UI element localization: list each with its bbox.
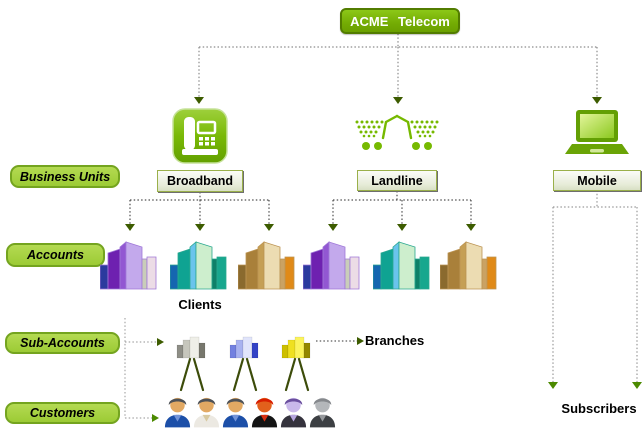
row-label-text: Business Units	[19, 169, 111, 184]
customer-avatar-icon	[222, 397, 249, 428]
unit-node-label: Landline	[371, 173, 423, 188]
caption-clients: Clients	[157, 297, 243, 312]
caption-subscribers: Subscribers	[549, 401, 644, 416]
unit-node-landline: Landline	[357, 170, 437, 191]
tripod-branch-icon-blue	[229, 336, 259, 392]
shopping-carts-icon	[355, 114, 439, 150]
customer-avatar-icon	[193, 397, 220, 428]
building-cluster-purple	[303, 241, 360, 290]
row-label-text: Sub-Accounts	[20, 336, 105, 350]
left-cart-basket	[355, 120, 384, 138]
unit-node-broadband: Broadband	[157, 170, 243, 192]
unit-node-label: Mobile	[577, 173, 617, 188]
arrowhead-icons	[125, 97, 602, 346]
desk-phone-icon	[172, 108, 228, 164]
tripod-branch-icon-gray	[176, 336, 206, 392]
caption-text: Clients	[178, 297, 222, 312]
unit-node-label: Broadband	[167, 174, 233, 188]
customer-avatar-icon	[164, 397, 191, 428]
caption-text: Branches	[365, 333, 425, 348]
right-cart-basket	[410, 120, 439, 138]
row-label-accounts: Accounts	[6, 243, 105, 267]
building-cluster-teal	[170, 241, 227, 290]
row-label-text: Customers	[29, 406, 96, 420]
unit-node-mobile: Mobile	[553, 170, 641, 191]
row-label-sub-accounts: Sub-Accounts	[5, 332, 120, 354]
building-cluster-teal	[373, 241, 430, 290]
building-cluster-tan	[440, 241, 497, 290]
customer-avatar-icon	[280, 397, 307, 428]
row-label-text: Accounts	[27, 248, 84, 262]
customer-avatar-icon	[251, 397, 278, 428]
laptop-icon	[565, 110, 629, 154]
row-label-customers: Customers	[5, 402, 120, 424]
building-cluster-tan	[238, 241, 295, 290]
tripod-branch-icon-yellow	[281, 336, 311, 392]
row-label-business-units: Business Units	[10, 165, 120, 188]
root-node-label: ACME Telecom	[350, 13, 450, 29]
building-cluster-purple	[100, 241, 157, 290]
root-node-acme-telecom: ACME Telecom	[340, 8, 460, 34]
customer-avatar-icon	[309, 397, 336, 428]
caption-branches: Branches	[365, 333, 460, 348]
caption-text: Subscribers	[561, 401, 637, 416]
